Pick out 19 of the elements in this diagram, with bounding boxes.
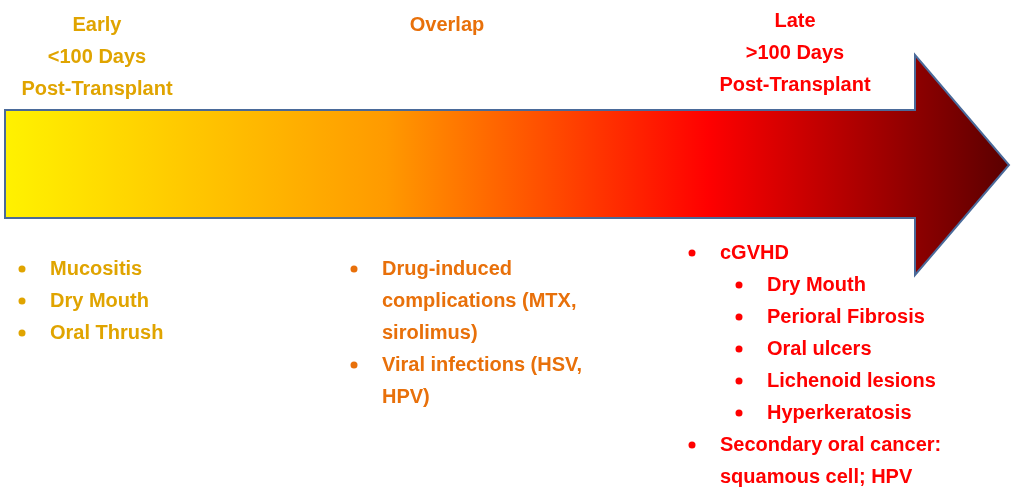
list-item: Viral infections (HSV, HPV) — [348, 348, 588, 412]
list-item: Perioral Fibrosis — [733, 300, 1012, 332]
phase-heading: >100 Days — [744, 40, 846, 65]
phase-heading: Early — [71, 12, 123, 37]
phase-heading: Late — [773, 8, 817, 33]
phase-heading: Post-Transplant — [718, 72, 872, 97]
list-item: Lichenoid lesions — [733, 364, 1012, 396]
list-item: Drug-induced complications (MTX, sirolimus) — [348, 252, 588, 348]
phase-heading: Post-Transplant — [20, 76, 174, 101]
list-item: Oral ulcers — [733, 332, 1012, 364]
list-item: Hyperkeratosis — [733, 396, 1012, 428]
list-item: Secondary oral cancer: squamous cell; HPV — [686, 428, 1010, 487]
phase-heading: <100 Days — [46, 44, 148, 69]
list-item: Dry Mouth — [16, 284, 310, 316]
list-item: Oral Thrush — [16, 316, 310, 348]
list-item: Dry Mouth — [733, 268, 1012, 300]
list-item: Mucositis — [16, 252, 310, 284]
phase-heading: Overlap — [408, 12, 486, 37]
list-item: cGVHD — [686, 236, 1012, 268]
